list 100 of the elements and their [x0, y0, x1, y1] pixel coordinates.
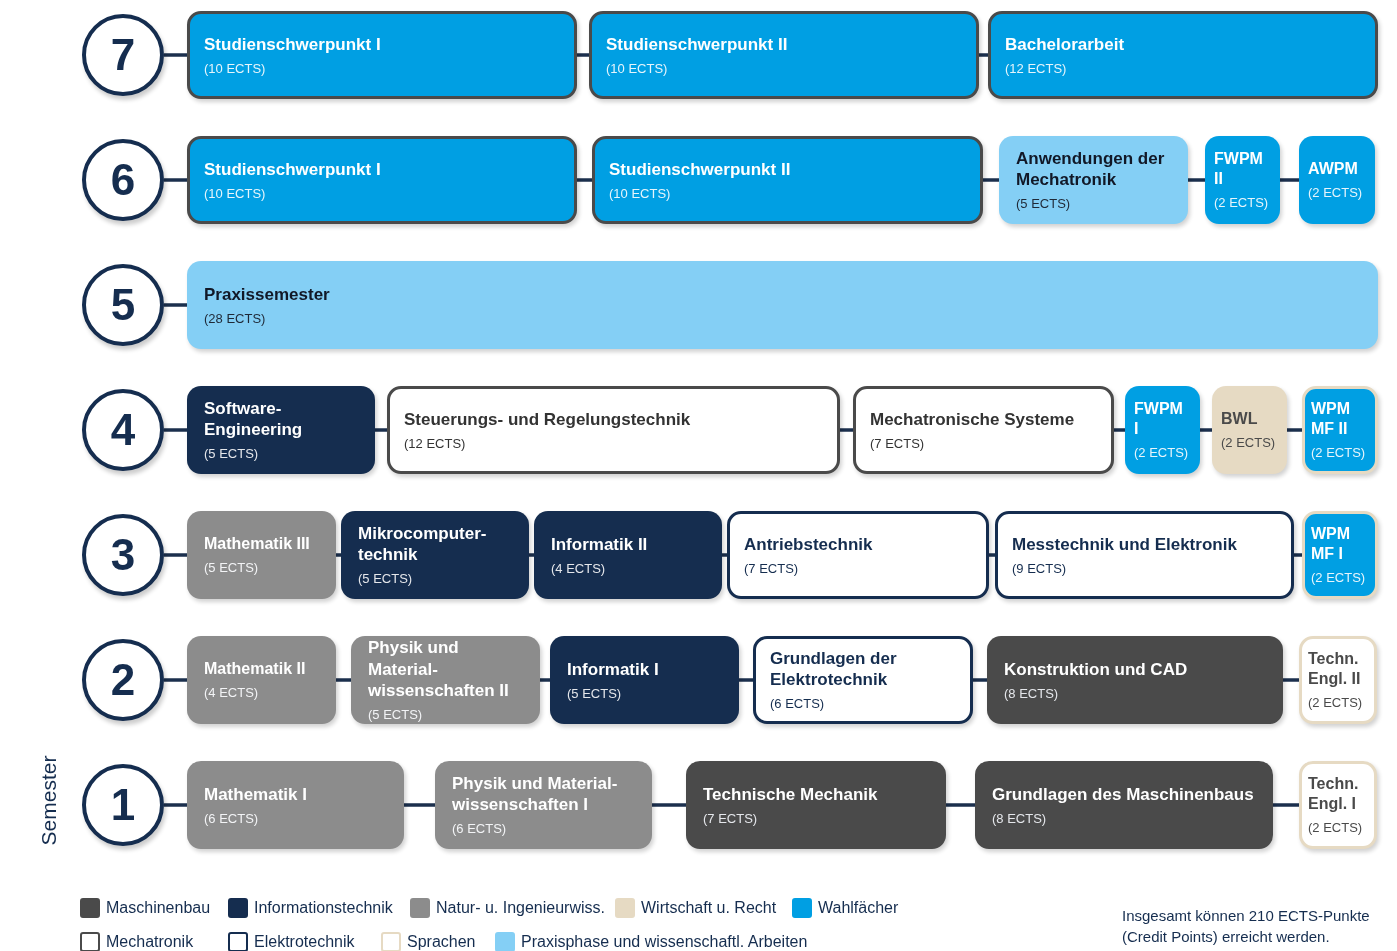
ects-text: (10 ECTS): [204, 185, 267, 202]
connector-line: [164, 678, 187, 682]
connector-line: [164, 303, 187, 307]
ects-text: (5 ECTS): [567, 685, 623, 702]
module-box: [1299, 636, 1377, 724]
ects-text: (28 ECTS): [204, 310, 267, 327]
module-box: [187, 636, 336, 724]
module-title: Grundlagen des Maschinenbaus: [992, 783, 1255, 805]
ects-text: (5 ECTS): [204, 446, 260, 463]
ects-text: (10 ECTS): [204, 60, 267, 77]
module-title: Techn. Engl. I: [1308, 774, 1360, 815]
module-title: BWL: [1221, 409, 1259, 430]
ects-text: (8 ECTS): [1004, 685, 1060, 702]
elective-module-box: [1125, 386, 1200, 474]
legend-label: Elektrotechnik: [254, 932, 355, 951]
module-box: [187, 511, 336, 599]
module-box: [727, 511, 989, 599]
semester-number: 2: [110, 658, 136, 702]
ects-text: (7 ECTS): [870, 435, 926, 452]
connector-line: [577, 178, 592, 182]
connector-line: [652, 803, 686, 807]
ects-text: (12 ECTS): [404, 435, 467, 452]
ects-text: (5 ECTS): [358, 571, 414, 588]
ects-text: (6 ECTS): [204, 810, 260, 827]
ects-text: (9 ECTS): [1012, 560, 1068, 577]
module-title: Mathematik II: [204, 659, 307, 680]
ects-text: (2 ECTS): [1308, 185, 1364, 201]
ects-text: (8 ECTS): [992, 810, 1048, 827]
connector-line: [1114, 428, 1125, 432]
module-title: Messtechnik und Elektronik: [1012, 533, 1238, 555]
ects-text: (7 ECTS): [744, 560, 800, 577]
practice-module-box: [999, 136, 1188, 224]
legend-label: Informationstechnik: [254, 898, 393, 918]
ects-text: (4 ECTS): [204, 685, 260, 701]
connector-line: [529, 553, 534, 557]
ects-text: (10 ECTS): [606, 60, 669, 77]
module-box: [341, 511, 529, 599]
elective-module-box: [589, 11, 979, 99]
module-title: Techn. Engl. II: [1308, 649, 1362, 690]
ects-text: (5 ECTS): [204, 560, 260, 576]
module-title: Antriebstechnik: [744, 533, 874, 555]
module-box: [975, 761, 1273, 849]
elective-module-box: [1302, 386, 1378, 474]
ects-text: (2 ECTS): [1134, 445, 1190, 461]
ects-text: (2 ECTS): [1214, 195, 1270, 211]
module-box: [853, 386, 1114, 474]
elective-module-box: [592, 136, 983, 224]
elective-module-box: [1205, 136, 1280, 224]
module-title: Konstruktion und CAD: [1004, 658, 1189, 680]
ects-text: (2 ECTS): [1308, 820, 1364, 836]
legend-label: Praxisphase und wissenschaftl. Arbeiten: [521, 932, 808, 951]
module-title: Technische Mechanik: [703, 783, 879, 805]
module-title: Praxissemester: [204, 283, 331, 305]
ects-text: (2 ECTS): [1311, 445, 1367, 461]
module-title: Informatik II: [551, 533, 649, 555]
ects-text: (2 ECTS): [1221, 435, 1277, 451]
module-title: FWPM II: [1214, 149, 1264, 190]
connector-line: [164, 178, 187, 182]
semester-number: 1: [110, 783, 136, 827]
elective-module-box: [1302, 511, 1378, 599]
connector-line: [1294, 553, 1302, 557]
module-title: Mathematik III: [204, 534, 311, 555]
module-title: Anwendungen der Mechatronik: [1016, 147, 1166, 191]
module-title: Mikrocomputer-technik: [358, 522, 488, 566]
connector-line: [973, 678, 987, 682]
module-title: AWPM: [1308, 159, 1359, 180]
connector-line: [375, 428, 387, 432]
semester-number: 4: [110, 408, 136, 452]
connector-line: [540, 678, 550, 682]
connector-line: [164, 803, 187, 807]
module-box: [550, 636, 739, 724]
connector-line: [164, 428, 187, 432]
legend-label: Mechatronik: [106, 932, 194, 951]
module-title: Studienschwerpunkt II: [606, 33, 789, 55]
module-box: [435, 761, 652, 849]
ects-text: (4 ECTS): [551, 560, 607, 577]
module-title: Steuerungs- und Regelungstechnik: [404, 408, 692, 430]
connector-line: [1287, 428, 1302, 432]
ects-text: (2 ECTS): [1311, 570, 1367, 586]
semester-number: 7: [110, 33, 136, 77]
connector-line: [164, 553, 187, 557]
connector-line: [946, 803, 975, 807]
semester-number: 5: [110, 283, 136, 327]
connector-line: [1280, 178, 1299, 182]
connector-line: [404, 803, 435, 807]
ects-text: (12 ECTS): [1005, 60, 1068, 77]
module-box: [995, 511, 1294, 599]
module-box: [686, 761, 946, 849]
module-title: Studienschwerpunkt I: [204, 158, 382, 180]
connector-line: [722, 553, 727, 557]
ects-text: (6 ECTS): [770, 696, 826, 713]
module-box: [534, 511, 722, 599]
connector-line: [1200, 428, 1212, 432]
module-box: [187, 761, 404, 849]
module-title: Mathematik I: [204, 783, 308, 805]
module-title: Physik und Material-wissenschaften I: [452, 772, 619, 816]
module-box: [387, 386, 840, 474]
elective-module-box: [187, 11, 577, 99]
note-text: Insgesamt können 210 ECTS-Punkte (Credit Points) erreicht werden.: [1122, 906, 1371, 947]
module-box: [351, 636, 540, 724]
